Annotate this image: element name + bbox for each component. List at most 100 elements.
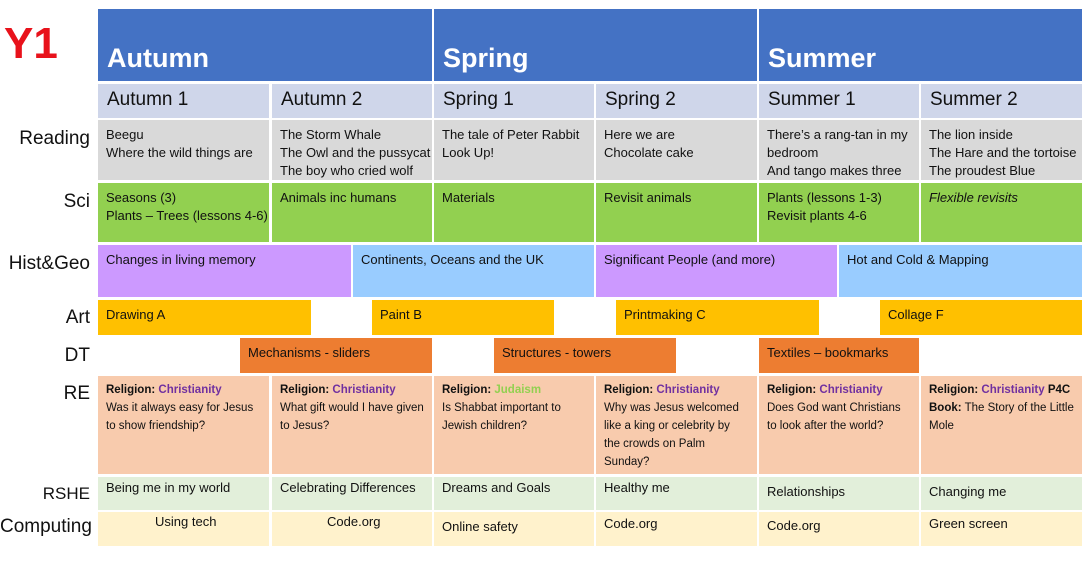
reading-line: The Hare and the tortoise: [929, 145, 1077, 160]
re-cell-spring-1: Religion: Judaism Is Shabbat important t…: [434, 376, 594, 474]
science-cell-spring-1: Materials: [434, 183, 594, 242]
re-question: Does God want Christians to look after t…: [767, 402, 901, 432]
computing-cell-autumn-1: Using tech: [98, 512, 269, 546]
rshe-cell-spring-1: Dreams and Goals: [434, 477, 594, 510]
row-label-sci: Sci: [63, 191, 90, 212]
re-cell-autumn-1: Religion: Christianity Was it always eas…: [98, 376, 269, 474]
reading-line: bedroom: [767, 145, 819, 160]
reading-cell-summer-2: The lion inside The Hare and the tortois…: [921, 120, 1082, 180]
half-header-summer-2: Summer 2: [921, 84, 1082, 118]
re-question: Is Shabbat important to Jewish children?: [442, 402, 561, 432]
re-religion-label: Religion:: [929, 384, 982, 396]
re-p4c-label: P4C: [1044, 384, 1071, 396]
row-label-dt: DT: [64, 345, 90, 366]
reading-line: The Storm Whale: [280, 127, 382, 142]
re-book-title: The Story of the Little Mole: [929, 402, 1074, 432]
row-label-art: Art: [65, 307, 90, 328]
dt-block-structures: Structures - towers: [494, 338, 676, 373]
histgeo-block-continents: Continents, Oceans and the UK: [353, 245, 594, 297]
art-block-paint: Paint B: [372, 300, 554, 335]
science-line: Revisit plants 4-6: [767, 208, 867, 223]
reading-cell-autumn-1: Beegu Where the wild things are: [98, 120, 269, 180]
computing-cell-spring-1: Online safety: [434, 512, 594, 546]
re-religion-label: Religion:: [280, 384, 333, 396]
re-religion-name: Christianity: [158, 384, 222, 396]
reading-line: There’s a rang-tan in my: [767, 127, 908, 142]
science-line: Plants – Trees (lessons 4-6): [106, 208, 268, 223]
histgeo-block-significant-people: Significant People (and more): [596, 245, 837, 297]
dt-block-mechanisms: Mechanisms - sliders: [240, 338, 432, 373]
rshe-cell-spring-2: Healthy me: [596, 477, 757, 510]
reading-line: Beegu: [106, 127, 144, 142]
art-block-drawing: Drawing A: [98, 300, 311, 335]
re-cell-summer-1: Religion: Christianity Does God want Chr…: [759, 376, 919, 474]
season-header-spring: Spring: [434, 9, 757, 81]
row-label-rshe: RSHE: [42, 484, 90, 503]
half-header-autumn-1: Autumn 1: [98, 84, 269, 118]
science-cell-autumn-1: Seasons (3) Plants – Trees (lessons 4-6): [98, 183, 269, 242]
reading-line: Chocolate cake: [604, 145, 694, 160]
re-religion-label: Religion:: [442, 384, 495, 396]
science-cell-summer-1: Plants (lessons 1-3) Revisit plants 4-6: [759, 183, 919, 242]
science-line: Revisit animals: [604, 190, 692, 205]
reading-line: Where the wild things are: [106, 145, 253, 160]
computing-cell-summer-1: Code.org: [759, 512, 919, 546]
re-religion-label: Religion:: [106, 384, 159, 396]
computing-cell-spring-2: Code.org: [596, 512, 757, 546]
science-cell-autumn-2: Animals inc humans: [272, 183, 432, 242]
re-question: Was it always easy for Jesus to show fri…: [106, 402, 254, 432]
re-book-label: Book:: [929, 402, 962, 414]
reading-line: Here we are: [604, 127, 675, 142]
science-cell-spring-2: Revisit animals: [596, 183, 757, 242]
rshe-cell-summer-1: Relationships: [759, 477, 919, 510]
science-cell-summer-2: Flexible revisits: [921, 183, 1082, 242]
reading-line: The Owl and the pussycat: [280, 145, 431, 160]
science-line: Plants (lessons 1-3): [767, 190, 882, 205]
reading-cell-autumn-2: The Storm Whale The Owl and the pussycat…: [272, 120, 432, 180]
histgeo-block-hot-cold: Hot and Cold & Mapping: [839, 245, 1082, 297]
reading-line: The boy who cried wolf: [280, 163, 413, 178]
science-line: Materials: [442, 190, 495, 205]
half-header-spring-1: Spring 1: [434, 84, 594, 118]
reading-line: The lion inside: [929, 127, 1013, 142]
re-religion-label: Religion:: [767, 384, 820, 396]
rshe-cell-autumn-1: Being me in my world: [98, 477, 269, 510]
science-line: Seasons (3): [106, 190, 177, 205]
art-block-printmaking: Printmaking C: [616, 300, 819, 335]
season-header-autumn: Autumn: [98, 9, 432, 81]
art-block-collage: Collage F: [880, 300, 1082, 335]
reading-line: And tango makes three: [767, 163, 902, 178]
re-cell-spring-2: Religion: Christianity Why was Jesus wel…: [596, 376, 757, 474]
row-label-histgeo: Hist&Geo: [8, 253, 90, 274]
histgeo-block-changes: Changes in living memory: [98, 245, 351, 297]
science-line: Animals inc humans: [280, 190, 397, 205]
year-label: Y1: [4, 19, 58, 68]
re-religion-label: Religion:: [604, 384, 657, 396]
rshe-cell-summer-2: Changing me: [921, 477, 1082, 510]
computing-cell-summer-2: Green screen: [921, 512, 1082, 546]
re-religion-name: Christianity: [819, 384, 883, 396]
re-religion-name: Christianity: [656, 384, 720, 396]
re-cell-autumn-2: Religion: Christianity What gift would I…: [272, 376, 432, 474]
re-religion-name: Judaism: [494, 384, 542, 396]
half-header-autumn-2: Autumn 2: [272, 84, 432, 118]
reading-line: The tale of Peter Rabbit: [442, 127, 580, 142]
rshe-cell-autumn-2: Celebrating Differences: [272, 477, 432, 510]
science-line: Flexible revisits: [929, 190, 1018, 205]
row-label-re: RE: [63, 383, 90, 404]
row-label-reading: Reading: [19, 128, 90, 149]
reading-cell-spring-2: Here we are Chocolate cake: [596, 120, 757, 180]
re-question: What gift would I have given to Jesus?: [280, 402, 424, 432]
re-religion-name: Christianity: [981, 384, 1045, 396]
computing-cell-autumn-2: Code.org: [272, 512, 432, 546]
reading-line: The proudest Blue: [929, 163, 1036, 178]
half-header-spring-2: Spring 2: [596, 84, 757, 118]
reading-cell-spring-1: The tale of Peter Rabbit Look Up!: [434, 120, 594, 180]
row-label-computing: Computing: [0, 516, 92, 537]
reading-line: Look Up!: [442, 145, 495, 160]
dt-block-textiles: Textiles – bookmarks: [759, 338, 919, 373]
re-question: Why was Jesus welcomed like a king or ce…: [604, 402, 739, 468]
season-header-summer: Summer: [759, 9, 1082, 81]
reading-cell-summer-1: There’s a rang-tan in my bedroom And tan…: [759, 120, 919, 180]
re-cell-summer-2: Religion: Christianity P4C Book: The Sto…: [921, 376, 1082, 474]
